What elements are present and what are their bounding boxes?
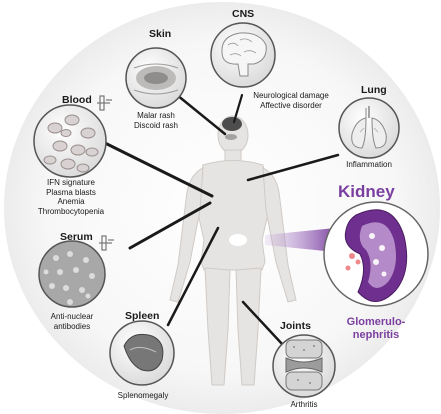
- brain-icon: [211, 23, 275, 87]
- cns-title: CNS: [232, 8, 254, 20]
- kidney-title: Kidney: [338, 182, 395, 202]
- kidney-icon: [324, 202, 428, 306]
- serum-title: Serum: [60, 231, 93, 243]
- spleen-desc: Splenomegaly: [106, 391, 180, 401]
- skin-title: Skin: [149, 28, 171, 40]
- serum-icon: [39, 241, 105, 307]
- kidney-desc: Glomerulo- nephritis: [330, 316, 422, 342]
- joint-icon: [273, 335, 335, 397]
- blood-title: Blood: [62, 94, 92, 106]
- joints-title: Joints: [280, 320, 311, 332]
- serum-desc: Anti-nuclear antibodies: [37, 312, 107, 331]
- blood-desc: IFN signature Plasma blasts Anemia Throm…: [26, 178, 116, 216]
- lung-icon: [339, 98, 399, 158]
- face-spot: [225, 134, 237, 140]
- lung-title: Lung: [361, 84, 387, 96]
- spleen-title: Spleen: [125, 310, 159, 322]
- skin-icon: [126, 48, 186, 108]
- kidney-spot: [229, 234, 247, 246]
- brain-spot: [222, 117, 242, 131]
- joints-desc: Arthritis: [276, 400, 332, 410]
- spleen-icon: [110, 321, 174, 385]
- skin-desc: Malar rash Discoid rash: [121, 111, 191, 130]
- cns-desc: Neurological damage Affective disorder: [246, 91, 336, 110]
- lung-desc: Inflammation: [332, 160, 406, 170]
- blood-cells-icon: [34, 105, 106, 177]
